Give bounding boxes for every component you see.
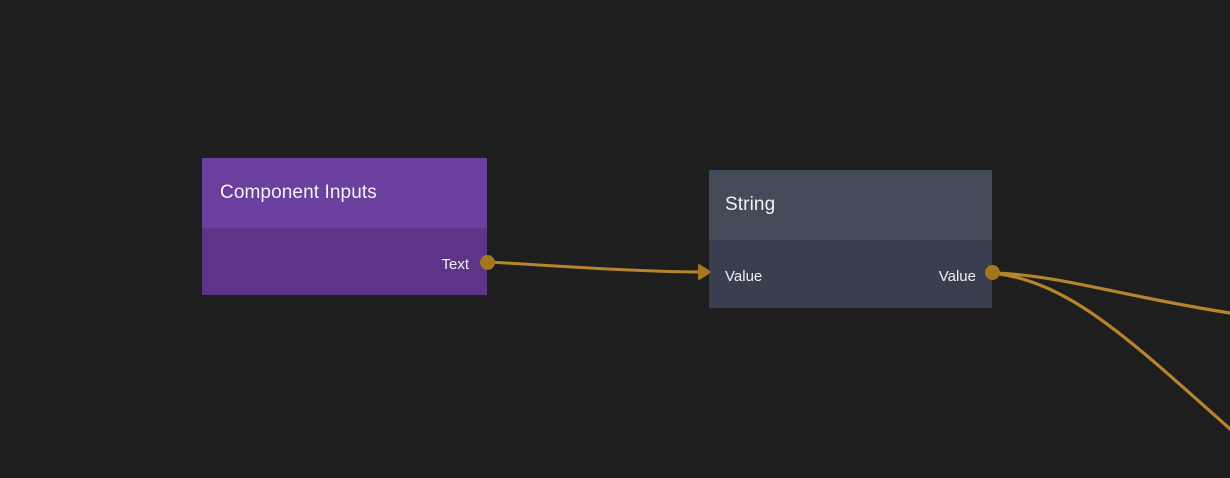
wire-text-to-value xyxy=(487,260,708,274)
port-row-value: Value Value xyxy=(725,240,976,308)
node-title: String xyxy=(725,194,776,215)
output-port-label-text[interactable]: Text xyxy=(441,256,469,273)
node-header-string[interactable]: String xyxy=(709,170,992,240)
node-body-string: Value Value xyxy=(709,240,992,308)
node-string[interactable]: String Value Value xyxy=(709,170,992,308)
node-component-inputs[interactable]: Component Inputs Text xyxy=(202,158,487,295)
input-port-label-value[interactable]: Value xyxy=(725,267,763,285)
output-port-dot-value[interactable] xyxy=(985,265,1000,280)
node-title: Component Inputs xyxy=(220,182,377,203)
wire-value-out-lower xyxy=(991,271,1230,431)
output-port-dot-text[interactable] xyxy=(480,255,495,270)
node-header-component-inputs[interactable]: Component Inputs xyxy=(202,158,487,228)
node-body-component-inputs: Text xyxy=(202,228,487,295)
output-port-label-value[interactable]: Value xyxy=(938,267,976,285)
wire-value-out-upper xyxy=(991,271,1230,315)
input-port-arrow-value[interactable] xyxy=(698,264,711,280)
port-row-text: Text xyxy=(220,228,469,295)
